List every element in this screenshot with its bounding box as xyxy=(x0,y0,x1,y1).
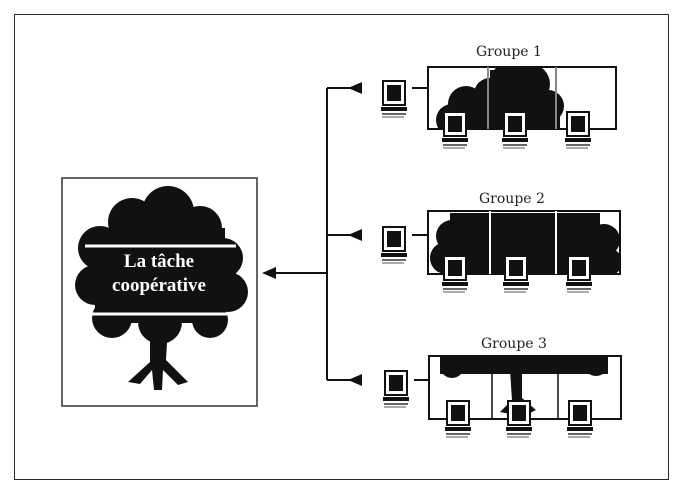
task-label-line1: La tâche xyxy=(123,251,195,272)
computer-icon xyxy=(501,111,529,149)
group-2-label: Groupe 2 xyxy=(479,191,545,207)
connector-lines xyxy=(272,87,360,381)
computer-icon xyxy=(444,400,472,438)
diagram-frame xyxy=(14,14,669,480)
computer-icon xyxy=(380,80,408,118)
computer-icon xyxy=(382,370,410,408)
group-2 xyxy=(380,210,621,293)
group-1-label: Groupe 1 xyxy=(476,44,542,60)
computer-icon xyxy=(441,111,469,149)
group-3-label: Groupe 3 xyxy=(481,336,547,352)
computer-icon xyxy=(441,255,469,293)
computer-icon xyxy=(566,400,594,438)
computer-icon xyxy=(565,255,593,293)
computer-icon xyxy=(564,111,592,149)
arrow-icon xyxy=(262,82,362,386)
group-3 xyxy=(382,355,622,438)
tree-icon xyxy=(75,186,250,390)
task-label: La tâche coopérative xyxy=(84,250,234,298)
task-label-line2: coopérative xyxy=(112,275,206,296)
computer-icon xyxy=(505,400,533,438)
computer-icon xyxy=(502,255,530,293)
group-1 xyxy=(380,66,617,149)
computer-icon xyxy=(380,226,408,264)
